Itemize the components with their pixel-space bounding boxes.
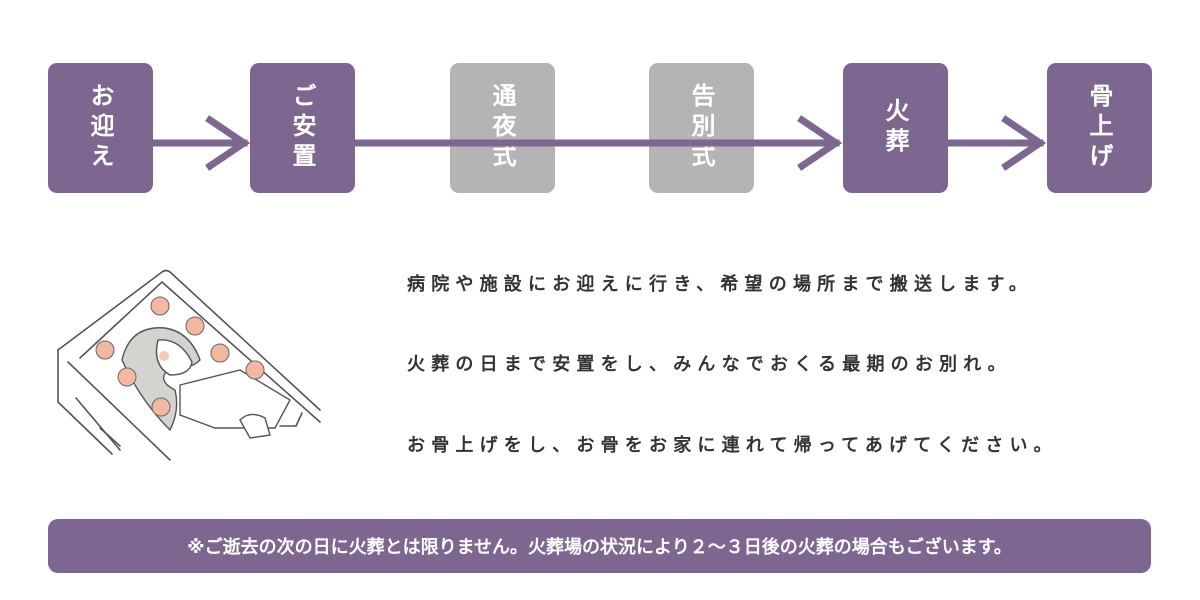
step-label: 通夜式	[488, 83, 516, 173]
step-kotsuage: 骨上げ	[1047, 63, 1152, 193]
step-label: 火葬	[881, 98, 909, 158]
step-label: 告別式	[687, 83, 715, 173]
step-label: 骨上げ	[1085, 83, 1113, 173]
illustration-resting-person	[57, 269, 321, 461]
step-label: ご安置	[288, 83, 316, 173]
description-omukae: 病院や施設にお迎えに行き、希望の場所まで搬送します。	[407, 274, 1034, 295]
arrow-head-icon	[1001, 115, 1047, 171]
step-goanchi: ご安置	[250, 63, 355, 193]
notice-text: ※ご逝去の次の日に火葬とは限りません。火葬場の状況により２〜３日後の火葬の場合も…	[187, 537, 1012, 558]
arrow-head-icon	[205, 115, 251, 171]
description-anchi: 火葬の日まで安置をし、みんなでおくる最期のお別れ。	[407, 354, 1012, 375]
step-kaso: 火葬	[843, 63, 948, 193]
arrow-head-icon	[797, 115, 843, 171]
step-kokubetsushiki: 告別式	[649, 63, 754, 193]
step-omukae: お迎え	[48, 63, 153, 193]
notice-banner: ※ご逝去の次の日に火葬とは限りません。火葬場の状況により２〜３日後の火葬の場合も…	[48, 519, 1151, 573]
step-tsuyashiki: 通夜式	[450, 63, 555, 193]
description-kotsuage: お骨上げをし、お骨をお家に連れて帰ってあげてください。	[407, 435, 1058, 456]
step-label: お迎え	[86, 83, 114, 173]
